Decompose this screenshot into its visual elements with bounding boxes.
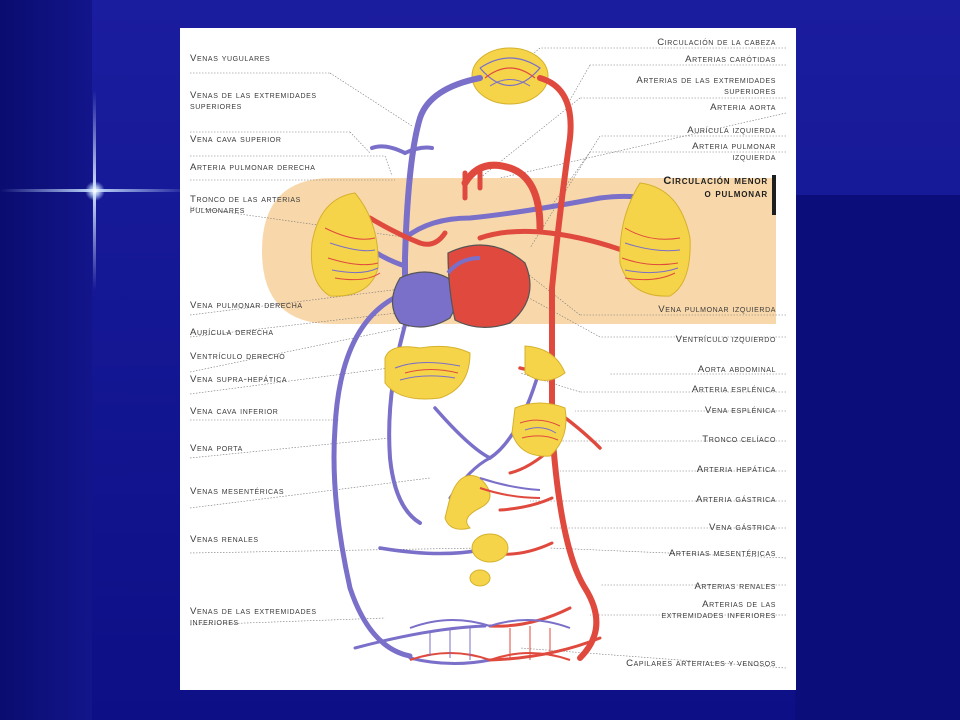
pulmonary-title-bar	[772, 175, 776, 215]
label-vena-supra-hepatica: Vena supra-hepática	[190, 374, 288, 385]
label-arteria-pulmonar-izquierda: Arteria pulmonar izquierda	[692, 141, 776, 163]
label-vena-porta: Vena porta	[190, 443, 243, 454]
diagram-artwork	[189, 47, 787, 669]
label-ventriculo-derecho: Ventrículo derecho	[190, 351, 286, 362]
label-tronco-celiaco: Tronco celíaco	[702, 434, 776, 445]
label-circulacion-cabeza: Circulación de la cabeza	[657, 37, 776, 48]
venous-system	[331, 75, 663, 666]
circulation-diagram: Venas yugulares Venas de las extremidade…	[180, 28, 796, 690]
label-venas-renales: Venas renales	[190, 534, 259, 545]
label-arteria-pulmonar-derecha: Arteria pulmonar derecha	[190, 162, 316, 173]
label-vena-esplenica: Vena esplénica	[704, 405, 776, 416]
left-leader-lines	[189, 72, 481, 626]
label-arteria-esplenica: Arteria esplénica	[691, 384, 776, 395]
right-leader-lines	[479, 47, 787, 669]
label-capilares-arteriales-venosos: Capilares arteriales y venosos	[626, 658, 776, 669]
label-arterias-mesentericas: Arterias mesentéricas	[668, 548, 776, 559]
label-arteria-aorta: Arteria aorta	[710, 102, 776, 113]
slide-left-band	[0, 0, 92, 720]
label-venas-extremidades-superiores: Venas de las extremidades superiores	[190, 90, 317, 112]
label-vena-cava-inferior: Vena cava inferior	[190, 406, 279, 417]
label-arterias-extremidades-inferiores: Arterias de las extremidades inferiores	[661, 599, 776, 621]
label-arteria-hepatica: Arteria hepática	[696, 464, 776, 475]
label-venas-mesentericas: Venas mesentéricas	[190, 486, 285, 497]
label-arterias-extremidades-superiores: Arterias de las extremidades superiores	[636, 75, 776, 97]
label-auricula-izquierda: Aurícula izquierda	[687, 125, 776, 136]
leg-capillaries	[409, 619, 571, 662]
abdominal-organs	[384, 345, 567, 587]
lens-flare-core	[85, 181, 105, 201]
label-vena-pulmonar-derecha: Vena pulmonar derecha	[190, 300, 303, 311]
label-arterias-renales: Arterias renales	[694, 581, 776, 592]
label-venas-extremidades-inferiores: Venas de las extremidades inferiores	[190, 606, 317, 628]
heart	[391, 244, 531, 328]
label-arterias-carotidas: Arterias carótidas	[685, 54, 776, 65]
label-auricula-derecha: Aurícula derecha	[190, 327, 274, 338]
label-ventriculo-izquierdo: Ventrículo izquierdo	[675, 334, 776, 345]
label-vena-cava-superior: Vena cava superior	[190, 134, 282, 145]
label-aorta-abdominal: Aorta abdominal	[697, 364, 776, 375]
label-vena-pulmonar-izquierda: Vena pulmonar izquierda	[658, 304, 776, 315]
head-capillaries	[471, 47, 549, 105]
lungs	[310, 182, 691, 297]
slide-right-band	[795, 195, 960, 720]
label-tronco-arterias-pulmonares: Tronco de las arterias pulmonares	[190, 194, 301, 216]
label-vena-gastrica: Vena gástrica	[708, 522, 776, 533]
label-arteria-gastrica: Arteria gástrica	[696, 494, 776, 505]
label-venas-yugulares: Venas yugulares	[190, 53, 271, 64]
pulmonary-circulation-title: Circulación menor o pulmonar	[663, 175, 768, 200]
